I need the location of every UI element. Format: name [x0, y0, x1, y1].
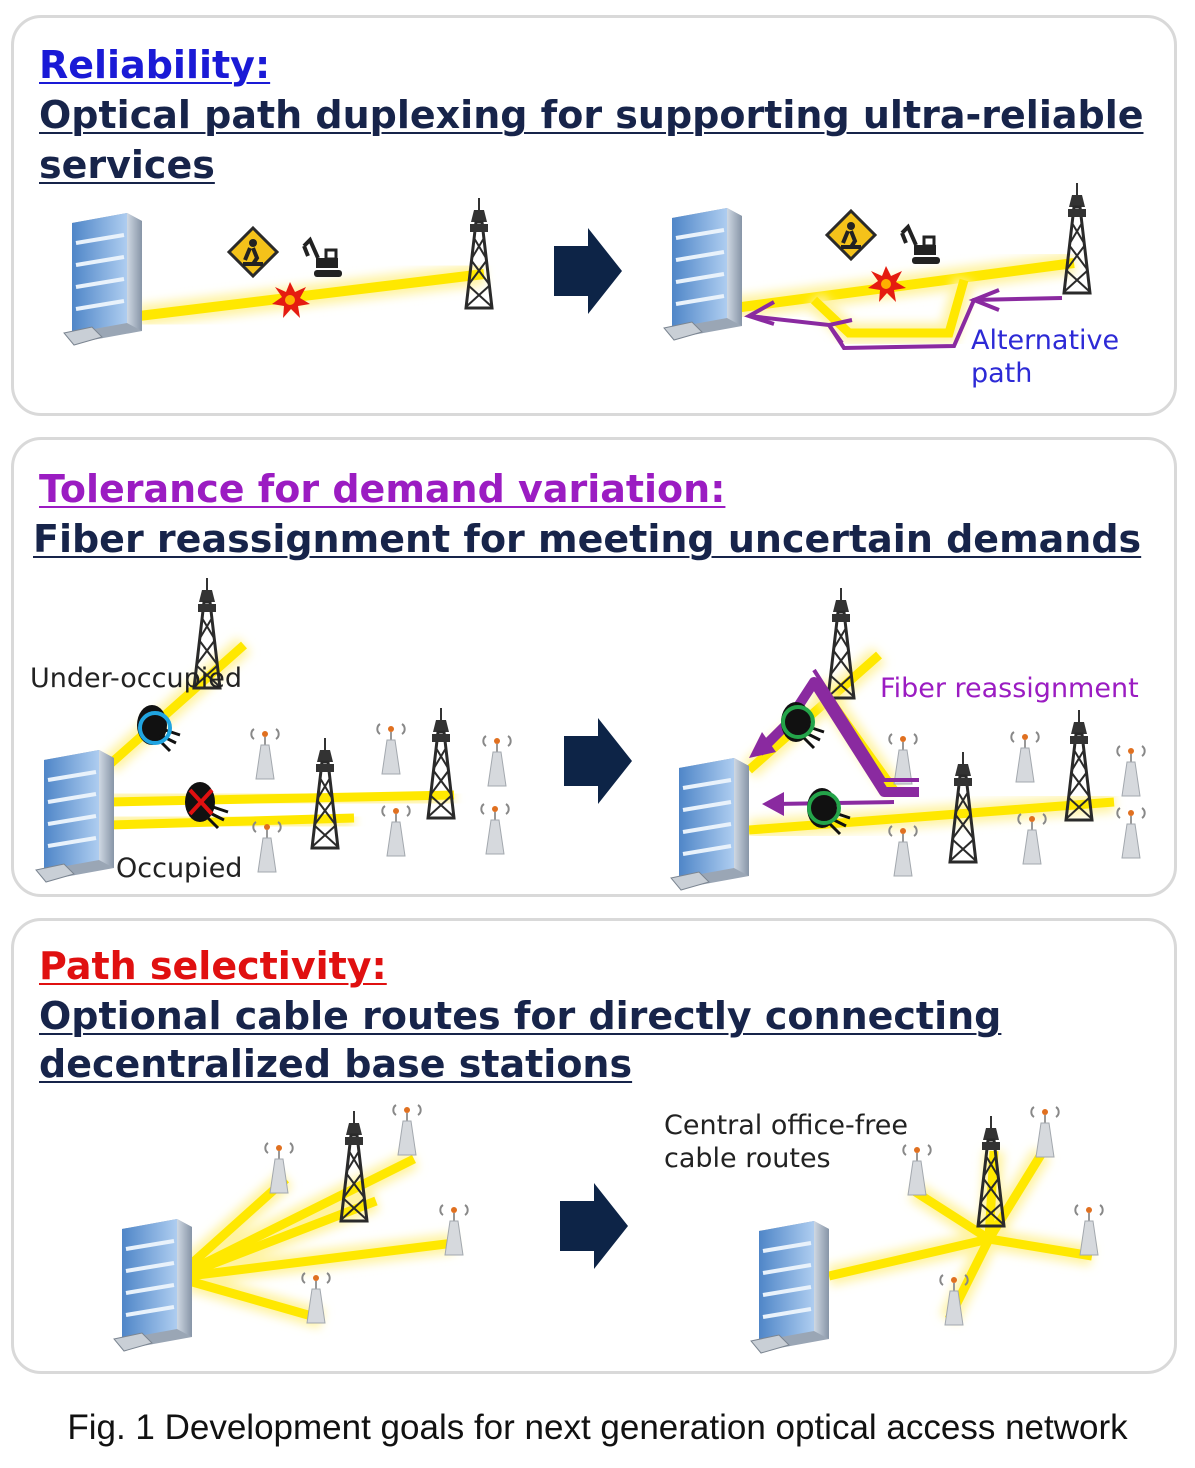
label-alternative-path-line2: path — [971, 358, 1033, 389]
transition-arrow-icon — [554, 228, 622, 314]
roadwork-sign-icon — [825, 209, 877, 261]
reassigned-cable-icon — [779, 700, 826, 750]
building-icon — [62, 211, 144, 347]
label-occupied: Occupied — [116, 853, 243, 884]
transition-arrow-icon — [560, 1183, 628, 1269]
occupied-cable-icon — [183, 780, 230, 830]
title-reliability-line2: services — [39, 143, 215, 187]
panel-reliability: Reliability: Optical path duplexing for … — [11, 15, 1177, 416]
panel-path-selectivity: Path selectivity: Optional cable routes … — [11, 918, 1177, 1374]
building-icon — [34, 748, 116, 884]
title-path-selectivity-line1: Optional cable routes for directly conne… — [39, 994, 1002, 1038]
diagram-reliability — [62, 181, 1092, 351]
antenna-icon — [381, 805, 411, 857]
fiber-line — [137, 263, 486, 327]
title-path-selectivity-line2: decentralized base stations — [39, 1042, 633, 1086]
title-reliability-line1: Optical path duplexing for supporting ul… — [39, 93, 1144, 137]
label-central-office-free-line2: cable routes — [664, 1143, 831, 1174]
figure-caption: Fig. 1 Development goals for next genera… — [67, 1408, 1128, 1447]
tower-icon — [464, 196, 494, 310]
antenna-icon — [376, 723, 406, 775]
building-icon — [749, 1219, 831, 1355]
panel-demand-tolerance: Tolerance for demand variation: Fiber re… — [11, 437, 1177, 897]
antenna-icon — [1116, 745, 1146, 797]
label-central-office-free-line1: Central office-free — [664, 1110, 908, 1141]
reassigned-cable-icon — [805, 786, 852, 836]
fiber-lines — [826, 1147, 1094, 1324]
alternative-path-arrow — [744, 288, 1063, 351]
alternative-fiber-line — [807, 277, 974, 343]
heading-path-selectivity: Path selectivity: — [39, 944, 387, 988]
transition-arrow-icon — [564, 718, 632, 804]
title-demand-tolerance-line1: Fiber reassignment for meeting uncertain… — [33, 517, 1142, 561]
label-alternative-path-line1: Alternative — [971, 325, 1120, 356]
diagram-path-selectivity — [112, 1104, 1104, 1355]
antenna-icon — [1017, 813, 1047, 865]
antenna-icon — [888, 825, 918, 877]
fiber-lines — [182, 1150, 456, 1329]
building-icon — [112, 1217, 194, 1353]
fiber-reassignment-arrow — [749, 668, 919, 816]
antenna-icon — [480, 803, 510, 855]
antenna-icon — [482, 735, 512, 787]
fiber-lines — [102, 637, 455, 835]
building-icon — [669, 756, 751, 892]
roadwork-sign-icon — [227, 226, 279, 278]
tower-icon — [1062, 181, 1092, 295]
under-occupied-cable-icon — [135, 703, 182, 753]
antenna-icon — [1010, 731, 1040, 783]
fiber-line — [732, 252, 1076, 319]
diagram-demand-tolerance — [34, 576, 1146, 892]
heading-demand-tolerance: Tolerance for demand variation: — [39, 467, 726, 511]
excavator-icon — [302, 238, 344, 279]
antenna-icon — [1116, 807, 1146, 859]
excavator-icon — [900, 225, 942, 266]
antenna-icon — [392, 1104, 422, 1156]
label-fiber-reassignment: Fiber reassignment — [880, 673, 1139, 704]
label-under-occupied: Under-occupied — [30, 663, 242, 694]
antenna-icon — [250, 728, 280, 780]
heading-reliability: Reliability: — [39, 43, 271, 87]
building-icon — [662, 206, 744, 342]
